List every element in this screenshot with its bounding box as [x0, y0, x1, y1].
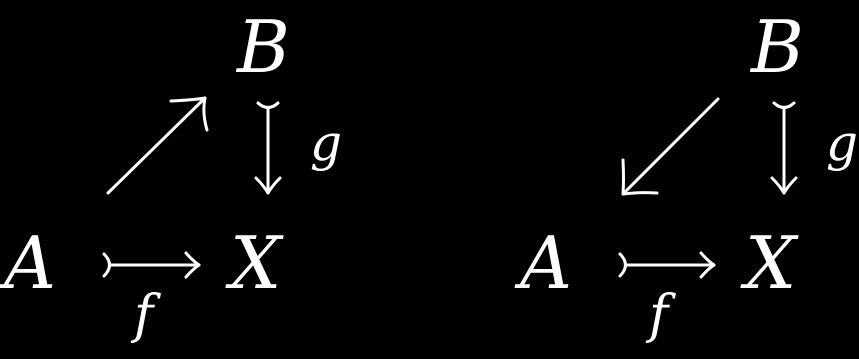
diagram-right: B A X g f [514, 5, 858, 345]
label-f: f [645, 285, 676, 345]
label-f: f [130, 285, 161, 345]
label-g: g [310, 114, 342, 172]
horizontal-arrow-f [102, 251, 201, 279]
object-x: X [740, 221, 799, 305]
horizontal-arrow-f [618, 251, 716, 279]
object-b: B [749, 5, 804, 89]
diagonal-arrow-down-left [621, 97, 720, 196]
label-g: g [826, 114, 858, 172]
object-a: A [514, 221, 572, 305]
diagram-left: B A X g f [0, 5, 342, 345]
vertical-arrow-g [254, 101, 282, 195]
object-a: A [0, 221, 56, 305]
vertical-arrow-g [770, 101, 798, 195]
diagonal-arrow-up-right [106, 96, 209, 195]
object-x: X [225, 221, 284, 305]
object-b: B [235, 5, 290, 89]
